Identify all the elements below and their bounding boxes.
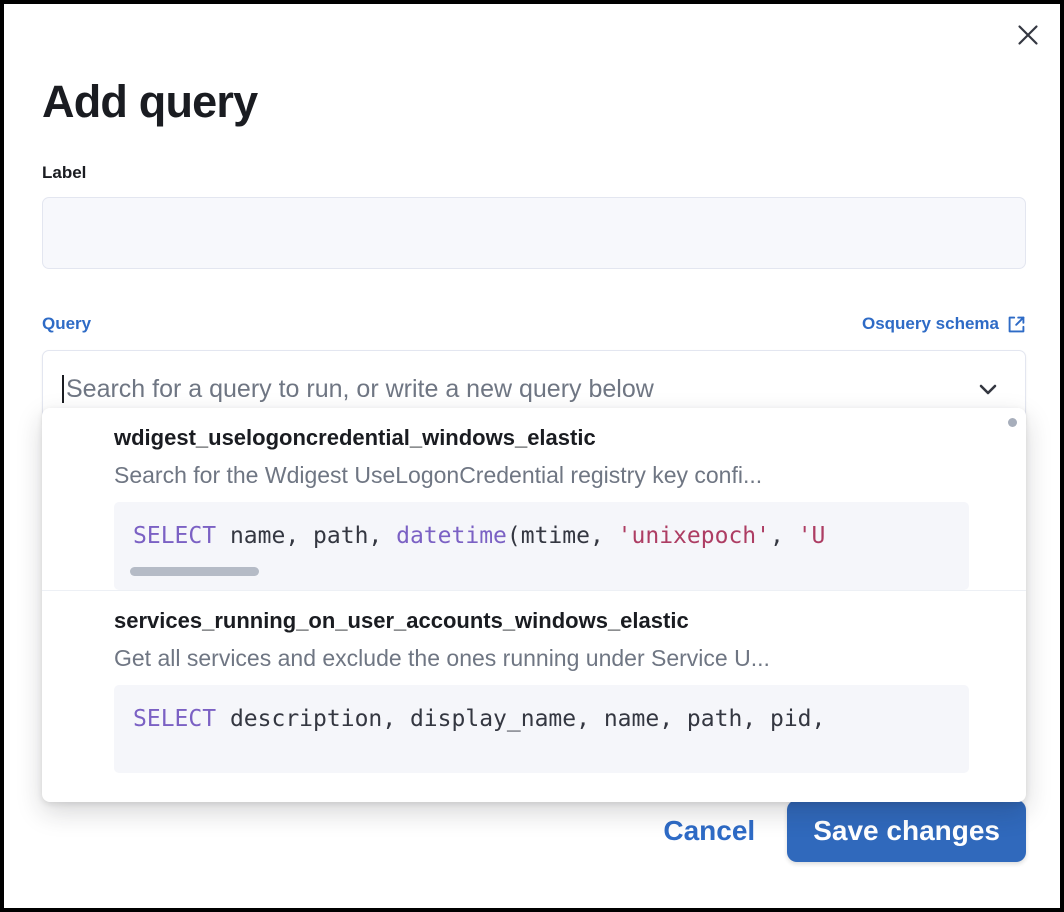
query-header: Query Osquery schema: [42, 312, 1026, 336]
osquery-schema-link[interactable]: Osquery schema: [862, 313, 1026, 335]
query-search-placeholder: Search for a query to run, or write a ne…: [66, 375, 654, 403]
label-field-label: Label: [42, 163, 87, 182]
option-code-block: SELECT description, display_name, name, …: [114, 685, 969, 773]
label-input[interactable]: [42, 197, 1026, 269]
code-horizontal-scrollbar[interactable]: [130, 567, 860, 576]
option-title: wdigest_uselogoncredential_windows_elast…: [114, 425, 596, 450]
chevron-down-icon-button[interactable]: [971, 372, 1005, 406]
option-code-line: SELECT description, display_name, name, …: [133, 706, 826, 732]
option-description: Get all services and exclude the ones ru…: [114, 645, 770, 671]
query-field-group: Query Osquery schema Search for a query …: [42, 312, 1026, 802]
label-field-group: Label: [42, 162, 1026, 269]
query-options-dropdown[interactable]: wdigest_uselogoncredential_windows_elast…: [42, 408, 1026, 802]
text-caret: [62, 375, 64, 403]
list-item[interactable]: services_running_on_user_accounts_window…: [42, 590, 1026, 773]
chevron-down-icon: [975, 376, 1001, 402]
list-item[interactable]: wdigest_uselogoncredential_windows_elast…: [42, 408, 1026, 590]
save-changes-button[interactable]: Save changes: [787, 800, 1026, 862]
query-legend: Query: [42, 314, 92, 333]
option-description: Search for the Wdigest UseLogonCredentia…: [114, 462, 763, 488]
dropdown-scrollbar-thumb[interactable]: [1008, 418, 1017, 427]
option-title: services_running_on_user_accounts_window…: [114, 608, 689, 633]
external-link-icon: [1007, 315, 1026, 334]
code-scrollbar-thumb[interactable]: [130, 567, 259, 576]
close-icon-button[interactable]: [1010, 17, 1046, 53]
option-code-line: SELECT name, path, datetime(mtime, 'unix…: [133, 523, 826, 549]
osquery-schema-link-label: Osquery schema: [861, 314, 999, 333]
page-title: Add query: [42, 76, 258, 128]
option-code-block: SELECT name, path, datetime(mtime, 'unix…: [114, 502, 969, 590]
close-icon: [1017, 24, 1039, 46]
dialog-footer: Cancel Save changes: [655, 800, 1026, 862]
cancel-button[interactable]: Cancel: [655, 805, 763, 857]
add-query-dialog: Add query Label Query Osquery schema Sea…: [4, 4, 1060, 908]
